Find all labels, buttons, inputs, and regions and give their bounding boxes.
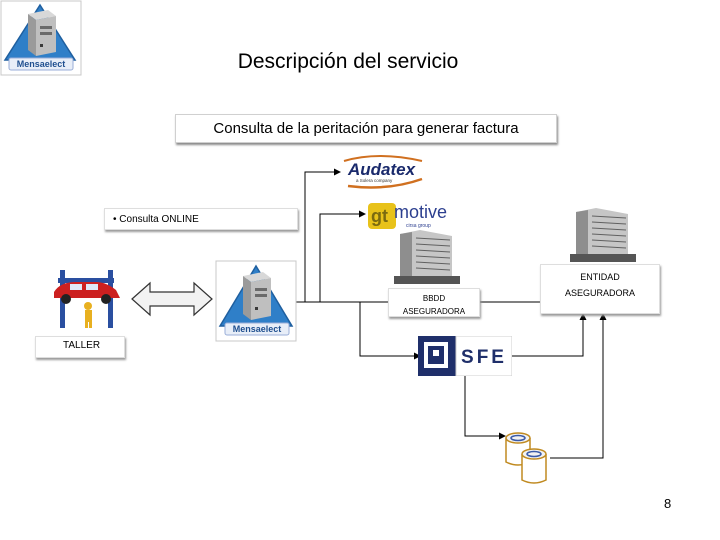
bbdd-line2: ASEGURADORA <box>402 307 466 316</box>
mensaelect-logo-text-top: Mensaelect <box>17 59 66 69</box>
office-building-icon <box>570 208 636 262</box>
bbdd-aseguradora-label: BBDD ASEGURADORA <box>388 288 480 317</box>
entidad-building <box>570 208 636 262</box>
gtmotive-prefix: gt <box>371 206 388 226</box>
audatex-wordmark: Audatex <box>347 160 417 179</box>
double-arrow-icon <box>131 281 213 317</box>
sfe-logo: SFE <box>418 336 512 376</box>
server-tower-icon <box>28 10 56 56</box>
car-lift-icon <box>54 270 120 328</box>
page-number: 8 <box>664 496 672 511</box>
line-sfe-to-entidad <box>512 313 587 357</box>
gtmotive-wordmark: motive <box>394 202 447 222</box>
bbdd-line1: BBDD <box>422 294 446 303</box>
line-to-audatex <box>304 168 341 302</box>
mensaelect-logo-center: Mensaelect <box>215 260 297 342</box>
line-to-gtmotive <box>319 210 366 302</box>
sfe-wordmark: SFE <box>461 347 507 368</box>
mensaelect-logo-top: Mensaelect <box>0 0 82 76</box>
gtmotive-tagline: cirsa group <box>406 223 431 229</box>
gtmotive-logo: gt motive cirsa group <box>368 202 447 229</box>
office-building-icon <box>394 230 460 284</box>
entidad-aseguradora-label: ENTIDAD ASEGURADORA <box>540 264 660 314</box>
service-heading: Consulta de la peritación para generar f… <box>175 114 557 143</box>
taller-label: TALLER <box>35 336 125 358</box>
entidad-line2: ASEGURADORA <box>564 288 635 298</box>
line-to-sfe <box>359 302 421 360</box>
line-db-to-entidad <box>550 313 607 459</box>
car-lift <box>54 270 120 328</box>
audatex-tagline: a Solera company <box>356 178 393 183</box>
audatex-logo: Audatex a Solera company <box>343 155 423 189</box>
database-stack <box>505 432 547 484</box>
slide-title: Descripción del servicio <box>237 50 459 73</box>
database-cylinder-icon <box>521 448 547 484</box>
mensaelect-logo-text-center: Mensaelect <box>233 324 282 334</box>
consulta-online-label: • Consulta ONLINE <box>104 208 298 230</box>
bbdd-building <box>394 230 460 284</box>
entidad-line1: ENTIDAD <box>580 272 620 282</box>
line-sfe-to-db <box>464 376 506 440</box>
server-tower-icon <box>243 272 271 320</box>
bidirectional-arrow <box>131 281 213 317</box>
